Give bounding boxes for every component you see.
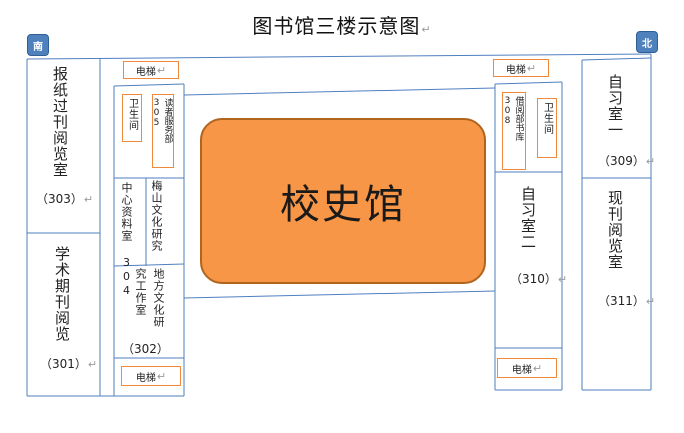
room-journals-label: 学术期刊阅览	[53, 246, 71, 342]
restroom-right-box: 卫生间	[537, 98, 557, 158]
history-hall-label: 校史馆	[280, 182, 406, 228]
room-310-number: （310）↵	[510, 272, 568, 286]
restroom-left-box: 卫生间	[122, 94, 142, 142]
title-text: 图书馆三楼示意图	[252, 14, 421, 38]
reader-service-box: 读者服务部 305	[152, 94, 174, 168]
local-culture-label: 究工作室	[134, 268, 147, 316]
current-journals-label: 现刊阅览室	[606, 190, 624, 270]
elevator-bottom-right: 电梯↵	[497, 358, 557, 378]
reader-service-label: 读者服务部 305	[151, 98, 173, 143]
meishan-label: 梅山文化研究	[150, 180, 163, 252]
room-311-number: （311）↵	[598, 294, 656, 308]
restroom-left-label: 卫生间	[126, 98, 138, 131]
restroom-right-label: 卫生间	[541, 102, 553, 135]
north-badge: 北	[636, 31, 658, 53]
room-302-number: （302）	[122, 342, 169, 356]
study-2-label: 自习室二	[519, 186, 537, 250]
courtyard-top	[183, 87, 496, 96]
right-column-top	[581, 57, 652, 61]
inner-right-top	[494, 81, 563, 85]
local-culture-label-b: 地方文化研	[152, 268, 165, 328]
south-badge: 南	[27, 34, 49, 56]
circulation-label: 借阅部书库 308	[502, 96, 524, 141]
room-303-number: （303）↵	[36, 192, 94, 206]
page-title: 图书馆三楼示意图↵	[0, 10, 684, 39]
study-1-label: 自习室一	[606, 74, 624, 138]
elevator-top-left: 电梯↵	[123, 61, 179, 79]
outline-top-edge	[26, 53, 652, 60]
room-newspaper-label: 报纸过刊阅览室	[51, 66, 69, 178]
room-309-number: （309）↵	[598, 154, 656, 168]
info-center-label: 中心资料室 304	[120, 182, 133, 298]
room-301-number: （301）↵	[40, 357, 98, 371]
elevator-top-right: 电梯↵	[493, 59, 549, 77]
courtyard-bottom	[183, 290, 496, 299]
inner-left-row2	[113, 263, 185, 267]
paragraph-mark: ↵	[421, 23, 432, 36]
inner-left-top	[113, 83, 185, 87]
elevator-bottom-left: 电梯↵	[121, 366, 181, 386]
history-hall: 校史馆	[200, 118, 486, 284]
circulation-box: 借阅部书库 308	[502, 92, 526, 170]
